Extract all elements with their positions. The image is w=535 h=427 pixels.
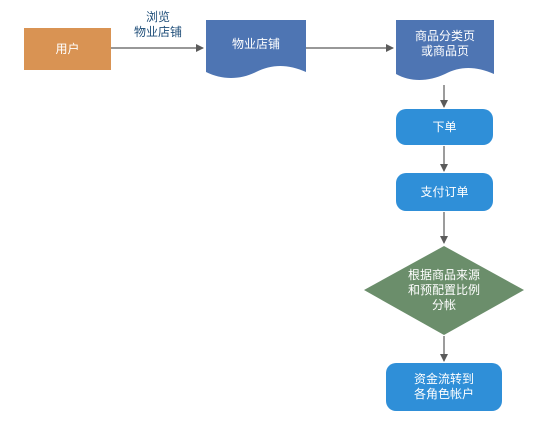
node-split-shape [364,246,524,335]
node-user-shape [24,28,111,70]
node-flow-shape [386,363,502,411]
node-shop-shape [206,20,306,78]
edge-browse-label: 浏览 物业店铺 [133,10,182,39]
node-order-shape [396,109,493,145]
node-category-shape [396,20,494,80]
node-pay-shape [396,173,493,211]
